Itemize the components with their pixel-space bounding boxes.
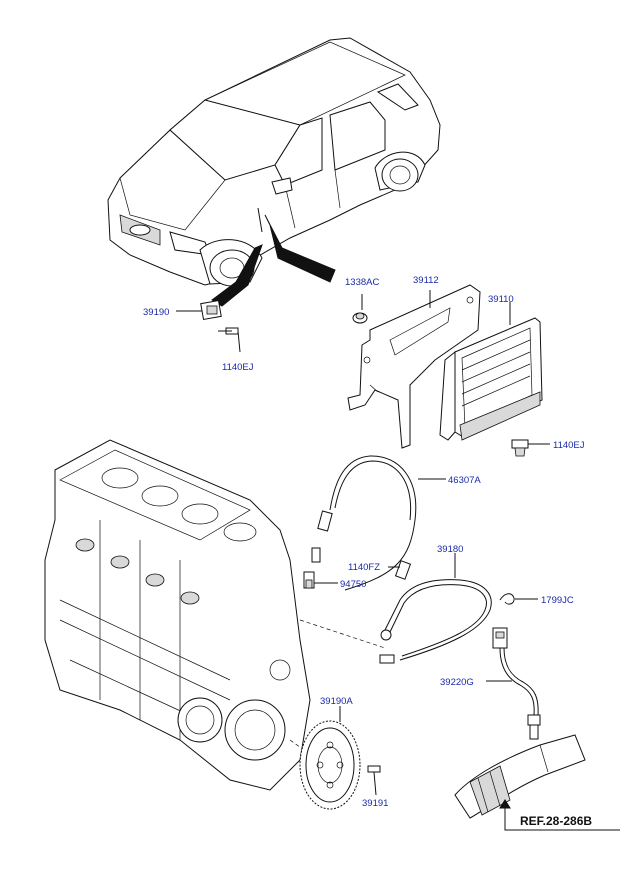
label-46307a: 46307A <box>448 475 481 486</box>
label-39112: 39112 <box>413 275 439 286</box>
ecu-module-39110 <box>439 302 550 457</box>
sensor-39180 <box>379 553 538 664</box>
ecu-bracket-39112 <box>347 284 481 449</box>
label-39191: 39191 <box>362 798 388 809</box>
label-1140fz: 1140FZ <box>348 562 380 573</box>
label-39190: 39190 <box>143 307 169 318</box>
sensor-39220g <box>486 627 541 740</box>
sensor-39190-assembly <box>176 299 241 353</box>
label-39110: 39110 <box>488 294 514 305</box>
engine-block <box>44 439 386 791</box>
label-1140ej-a: 1140EJ <box>222 362 254 373</box>
sensor-46307a <box>303 455 446 591</box>
ref-callout <box>499 799 620 831</box>
label-1338ac: 1338AC <box>345 277 379 288</box>
label-39180: 39180 <box>437 544 463 555</box>
ref-label: REF.28-286B <box>520 814 592 828</box>
label-1140ej-b: 1140EJ <box>553 440 585 451</box>
label-94750: 94750 <box>340 579 366 590</box>
part-labels: 39190 1140EJ 1338AC 39112 39110 1140EJ 4… <box>143 275 592 828</box>
ring-gear-39190a <box>299 706 381 810</box>
label-39190a: 39190A <box>320 696 353 707</box>
label-39220g: 39220G <box>440 677 474 688</box>
vehicle-illustration <box>107 37 441 307</box>
exhaust-pipe <box>454 734 586 819</box>
label-1799jc: 1799JC <box>541 595 574 606</box>
